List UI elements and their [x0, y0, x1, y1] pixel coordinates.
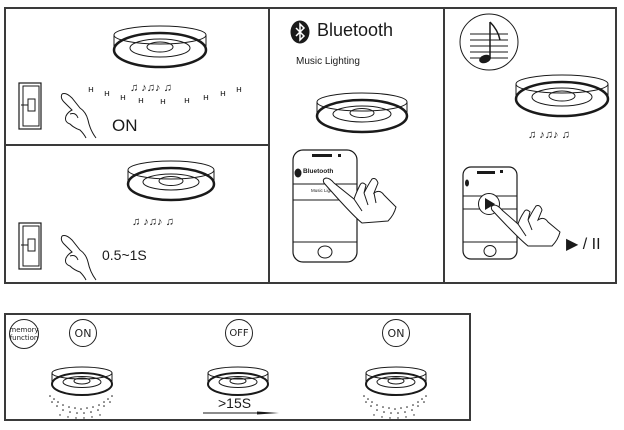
hand-tap-icon — [322, 177, 397, 224]
step-on-badge: ON — [69, 319, 97, 347]
ceiling-lamp-icon — [315, 92, 409, 134]
step-on-again-badge: ON — [382, 319, 410, 347]
memory-function-badge: memory function — [9, 319, 39, 349]
on-label: ON — [112, 116, 138, 135]
music-notes-icon: ♫ ♪♫♪ ♫ — [132, 216, 174, 228]
play-pause-label: ▶ / II — [566, 236, 601, 253]
hand-press-icon — [60, 93, 97, 139]
memory-function-frame — [4, 313, 471, 421]
ceiling-lamp-icon — [126, 160, 216, 202]
ceiling-lamp-icon — [112, 25, 208, 69]
ceiling-lamp-lit-icon — [363, 366, 427, 419]
step-on-label: ON — [74, 326, 92, 340]
svg-text:н: н — [236, 85, 242, 95]
ceiling-lamp-lit-icon — [49, 366, 113, 419]
music-notes-icon: ♫ ♪♫♪ ♫ — [130, 82, 172, 94]
bluetooth-icon — [290, 20, 310, 44]
svg-text:н: н — [120, 93, 126, 103]
svg-text:н: н — [203, 93, 209, 103]
svg-text:н: н — [104, 89, 110, 99]
play-icon — [485, 198, 495, 210]
step-on-again-label: ON — [387, 326, 405, 340]
music-notes-icon: ♫ ♪♫♪ ♫ — [528, 129, 570, 141]
phone-music-lighting-item[interactable]: Music Lighting — [311, 188, 340, 193]
svg-text:♫ ♪♫♪ ♫: ♫ ♪♫♪ ♫ — [130, 82, 172, 94]
svg-text:н: н — [184, 96, 190, 106]
ceiling-lamp-icon — [514, 74, 610, 118]
wall-switch-icon — [18, 82, 42, 130]
svg-text:н: н — [138, 96, 144, 106]
step-off-badge: OFF — [225, 319, 253, 347]
svg-text:н: н — [160, 97, 166, 107]
off-duration-label: >15S — [218, 395, 252, 411]
svg-text:♫ ♪♫♪ ♫: ♫ ♪♫♪ ♫ — [528, 129, 570, 141]
divider-vertical-2 — [443, 7, 445, 284]
svg-text:н: н — [220, 89, 226, 99]
hand-press-icon — [60, 235, 97, 281]
step-off-label: OFF — [229, 327, 249, 339]
divider-vertical-1 — [268, 7, 270, 284]
music-note-staff-icon — [459, 13, 519, 71]
divider-horizontal-left — [4, 144, 269, 146]
timeline-arrow-icon — [203, 411, 279, 415]
svg-text:н: н — [88, 85, 94, 95]
music-lighting-label: Music Lighting — [296, 56, 360, 67]
wall-switch-icon — [18, 222, 42, 270]
ceiling-lamp-off-icon — [207, 366, 269, 396]
svg-text:♫ ♪♫♪ ♫: ♫ ♪♫♪ ♫ — [132, 216, 174, 228]
bluetooth-title: Bluetooth — [317, 20, 394, 40]
phone-bluetooth-title: Bluetooth — [303, 168, 334, 175]
hand-tap-icon — [490, 204, 561, 247]
memory-badge-line2: function — [9, 334, 39, 342]
toggle-duration-label: 0.5~1S — [102, 247, 147, 263]
memory-badge-line1: memory — [9, 326, 39, 334]
